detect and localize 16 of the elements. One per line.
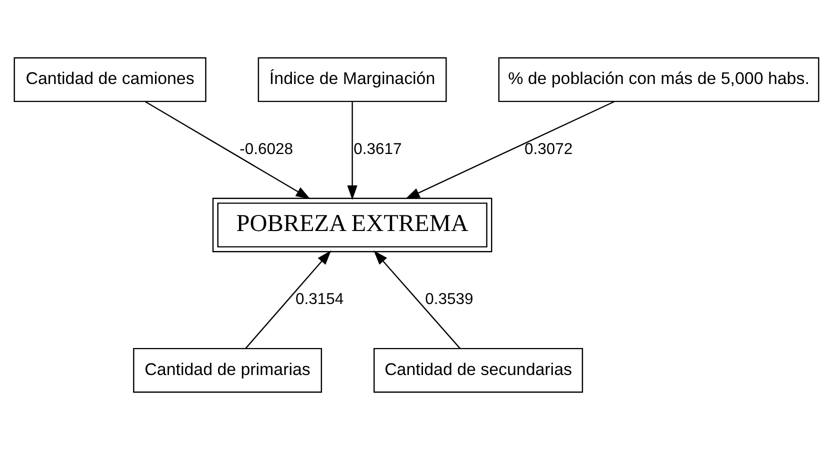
arrow bbox=[244, 250, 331, 349]
arrow bbox=[373, 250, 460, 349]
node-box: Cantidad de camiones bbox=[13, 57, 206, 102]
node-box: POBREZA EXTREMA bbox=[212, 198, 492, 252]
arrow bbox=[346, 102, 357, 200]
edge-label: 0.3072 bbox=[524, 141, 572, 158]
edge-label: 0.3539 bbox=[424, 291, 473, 308]
node-box: % de población con más de 5,000 habs. bbox=[498, 57, 819, 102]
node-box: Cantidad de primarias bbox=[132, 348, 322, 393]
edge-label: 0.3617 bbox=[353, 141, 402, 158]
arrow bbox=[404, 100, 614, 200]
edge-label: -0.6028 bbox=[239, 141, 292, 158]
arrow bbox=[144, 101, 310, 200]
node-box: Índice de Marginación bbox=[257, 57, 446, 102]
edge-label: 0.3154 bbox=[295, 291, 344, 308]
node-box: Cantidad de secundarias bbox=[373, 348, 583, 393]
